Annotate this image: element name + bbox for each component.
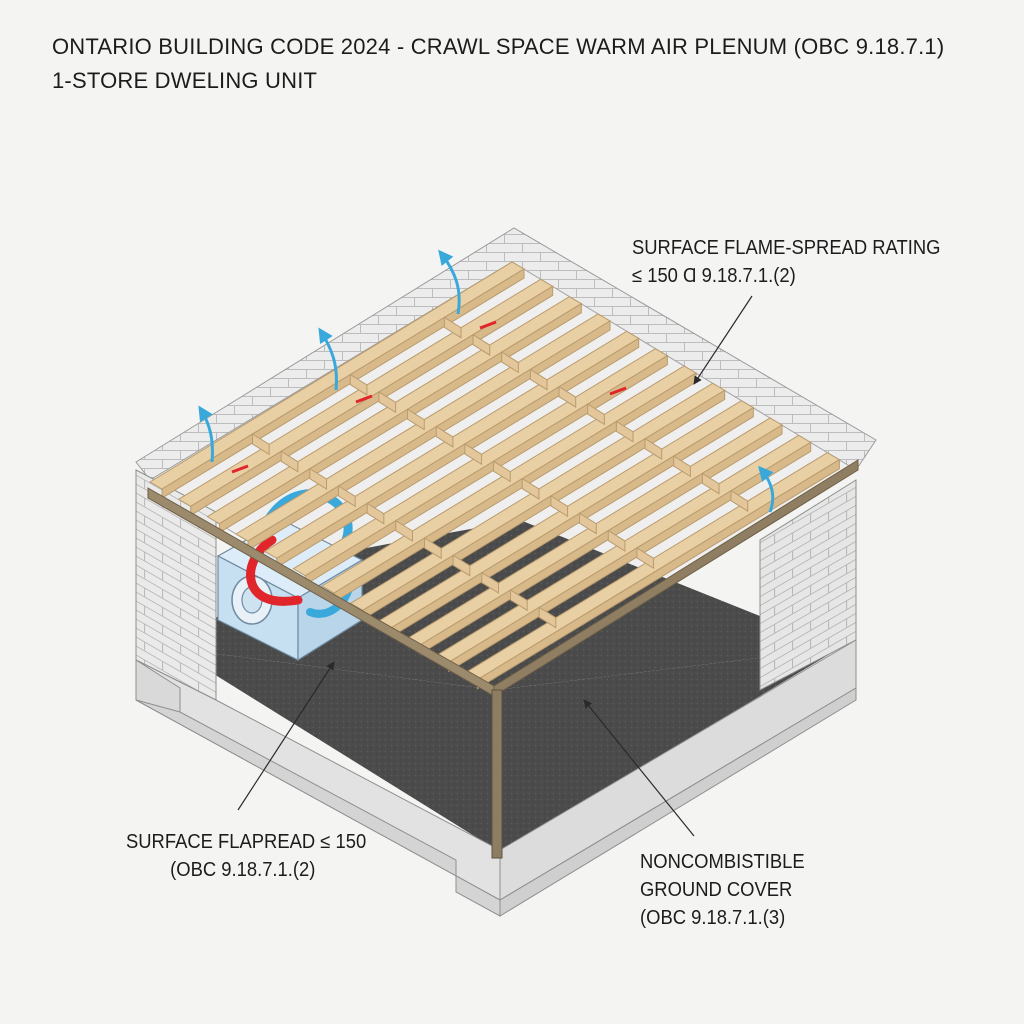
callout-flame-spread-top-line2: ≤ 150 Ɑ 9.18.7.1.(2) — [632, 265, 796, 287]
warm-air-markers — [231, 320, 627, 474]
joist-blocking — [424, 537, 442, 560]
joist-blocking — [587, 403, 605, 426]
joist-blocking — [730, 489, 749, 512]
leader-flame-spread-left — [237, 661, 335, 811]
leader-ground-cover — [583, 699, 695, 837]
joist-blocking — [443, 316, 462, 339]
joist-blocking — [464, 443, 483, 466]
joist-blocking — [435, 425, 454, 448]
joist-blocking — [252, 433, 270, 456]
joist-blocking — [309, 467, 327, 490]
callout-flame-spread-left-line1: SURFACE FLAPREAD ≤ 150 — [126, 831, 367, 853]
joist-blocking — [538, 606, 557, 629]
joist-blocking — [615, 420, 634, 443]
joist-blocking — [493, 460, 511, 483]
joist-blocking — [510, 589, 528, 612]
footing — [135, 687, 857, 917]
callout-ground-cover: NONCOMBISTIBLE GROUND COVER (OBC 9.18.7.… — [640, 848, 805, 932]
joist-blocking — [550, 495, 569, 518]
joist-blocking — [673, 455, 691, 478]
joist-blocking — [472, 333, 491, 356]
callout-ground-cover-line2: GROUND COVER — [640, 879, 793, 901]
joist-blocking — [407, 408, 425, 431]
callout-ground-cover-line1: NONCOMBISTIBLE — [640, 851, 805, 873]
diagram-title: ONTARIO BUILDING CODE 2024 - CRAWL SPACE… — [52, 34, 945, 59]
callout-flame-spread-left: SURFACE FLAPREAD ≤ 150 (OBC 9.18.7.1.(2) — [126, 828, 366, 884]
joist-blocking — [378, 391, 397, 414]
joist-blocking — [481, 571, 499, 594]
joist-blocking — [636, 547, 655, 570]
leader-flame-spread-top — [693, 295, 753, 385]
diagram-subtitle: 1-STORE DWELING UNIT — [52, 68, 318, 93]
support-post — [491, 689, 503, 859]
callout-ground-cover-line3: (OBC 9.18.7.1.(3) — [640, 907, 786, 929]
callout-flame-spread-top-line1: SURFACE FLAME-SPREAD RATING — [632, 237, 941, 259]
joist-blocking — [452, 554, 471, 577]
title-block: ONTARIO BUILDING CODE 2024 - CRAWL SPACE… — [52, 30, 944, 98]
callout-flame-spread-top: SURFACE FLAME-SPREAD RATING ≤ 150 Ɑ 9.18… — [632, 234, 940, 290]
joist-blocking — [644, 437, 663, 460]
airflow-arrow-icon — [198, 249, 775, 513]
joist-blocking — [579, 512, 597, 535]
joist-blocking — [501, 351, 519, 374]
joist-blocking — [529, 368, 548, 391]
joist-blocking — [558, 385, 577, 408]
right-foundation-wall — [499, 479, 857, 901]
joist-blocking — [521, 477, 540, 500]
joist-blocking — [607, 529, 626, 552]
leader-lines — [237, 295, 753, 837]
floor-joists — [149, 261, 841, 690]
callout-flame-spread-left-line2: (OBC 9.18.7.1.(2) — [170, 859, 316, 881]
joist-blocking — [338, 485, 356, 508]
joist-blocking — [280, 450, 299, 473]
joist-blocking — [349, 373, 368, 396]
joist-blocking — [395, 519, 413, 542]
joist-blocking — [701, 472, 720, 495]
joist-blocking — [366, 502, 385, 525]
support-beam — [147, 459, 859, 859]
